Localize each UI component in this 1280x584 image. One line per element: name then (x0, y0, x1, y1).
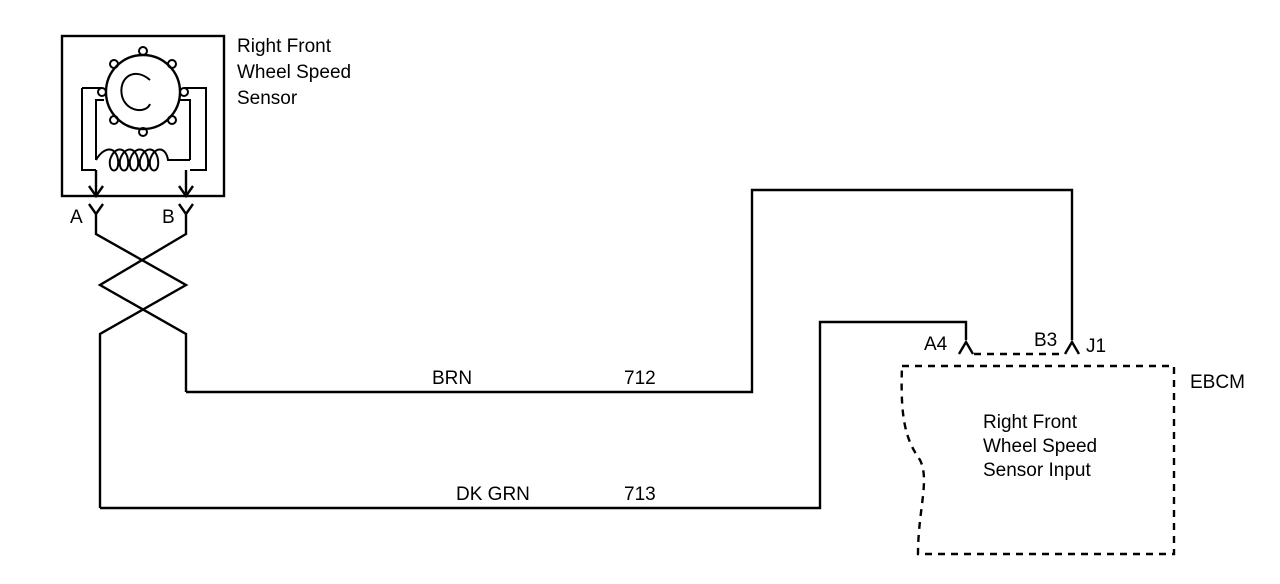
wire-dkgrn-circuit-label: 713 (624, 484, 656, 505)
pin-a-label: A (70, 207, 83, 228)
sensor-housing (60, 34, 226, 198)
ebcm-outline (900, 364, 1176, 556)
ebcm-module: A4 B3 J1 EBCM Right Front Wheel Speed Se… (900, 330, 1245, 556)
pin-b-fork-icon (178, 203, 194, 226)
ebcm-function-line3: Sensor Input (983, 460, 1091, 481)
wire-brn-712 (186, 188, 1074, 394)
tone-wheel-icon (97, 46, 189, 137)
pin-a-fork-icon (88, 203, 104, 226)
wire-dk-grn-713 (100, 320, 968, 510)
sensor-coil-icon (95, 148, 190, 172)
twist-b-to-left (97, 226, 188, 392)
twist-a-to-right (94, 226, 189, 508)
sensor-label-line1: Right Front (237, 36, 332, 57)
sensor-frame (81, 87, 207, 171)
pin-b-label: B (162, 207, 175, 228)
wire-brn-circuit-label: 712 (624, 368, 656, 389)
pin-a4-fork-icon (957, 339, 975, 355)
lead-b-arrow-icon (178, 185, 194, 199)
sensor-label-line2: Wheel Speed (237, 62, 351, 83)
ebcm-function-line2: Wheel Speed (983, 436, 1097, 457)
sensor-label-line3: Sensor (237, 88, 298, 109)
twisted-pair (94, 226, 189, 508)
wheel-speed-sensor: Right Front Wheel Speed Sensor A B (60, 34, 351, 228)
pin-b3-label: B3 (1034, 330, 1057, 351)
ebcm-function-line1: Right Front (983, 412, 1078, 433)
wire-dkgrn-color-label: DK GRN (456, 484, 530, 505)
wire-brn-color-label: BRN (432, 368, 472, 389)
connector-j1-label: J1 (1086, 336, 1106, 357)
ebcm-name-label: EBCM (1190, 372, 1245, 393)
lead-a-arrow-icon (88, 185, 104, 199)
pin-b3-fork-icon (1063, 339, 1081, 355)
pin-a4-label: A4 (924, 334, 948, 355)
sensor-core (95, 99, 191, 160)
